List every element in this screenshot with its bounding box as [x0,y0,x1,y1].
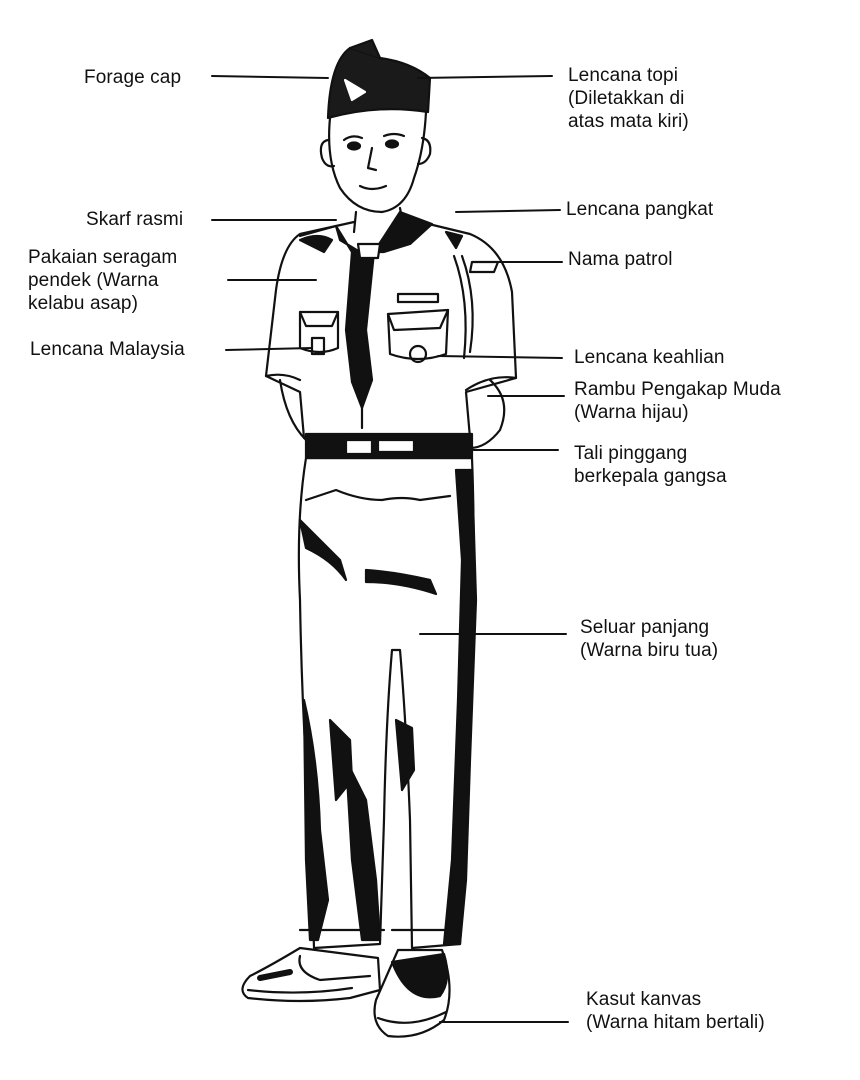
label-tali-pinggang-line-1: Tali pinggang [574,443,688,464]
label-lencana-keahlian-line: Lencana keahlian [574,347,725,368]
label-lencana-pangkat-line: Lencana pangkat [566,199,714,220]
arms-drawing [278,378,506,450]
label-nama-patrol: Nama patrol [568,248,673,271]
label-tali-pinggang-line-2: berkepala gangsa [574,466,727,487]
label-rambu-pengakap: Rambu Pengakap Muda (Warna hijau) [574,378,781,424]
label-kasut-kanvas-line-2: (Warna hitam bertali) [586,1012,765,1033]
belt-drawing [304,432,474,460]
label-lencana-malaysia-line: Lencana Malaysia [30,339,185,360]
trousers-drawing [297,456,478,950]
label-lencana-topi-line-3: atas mata kiri) [568,111,689,132]
shoes-drawing [241,946,451,1038]
label-skarf-rasmi-line: Skarf rasmi [86,209,184,230]
label-nama-patrol-line: Nama patrol [568,249,673,270]
scarf-drawing [334,210,434,430]
label-rambu-line-1: Rambu Pengakap Muda [574,379,781,400]
label-lencana-topi-line-1: Lencana topi [568,65,679,86]
label-lencana-malaysia: Lencana Malaysia [30,338,185,361]
label-seluar-panjang-line-1: Seluar panjang [580,617,710,638]
label-kasut-kanvas-line-1: Kasut kanvas [586,989,702,1010]
label-pakaian-seragam-line-1: Pakaian seragam [28,247,178,268]
label-lencana-topi-line-2: (Diletakkan di [568,88,685,109]
shirt-drawing [264,216,518,440]
head-drawing [319,110,432,234]
label-rambu-line-2: (Warna hijau) [574,402,689,423]
label-lencana-pangkat: Lencana pangkat [566,198,713,221]
label-pakaian-seragam-line-3: kelabu asap) [28,293,138,314]
label-pakaian-seragam-line-2: pendek (Warna [28,270,159,291]
label-skarf-rasmi: Skarf rasmi [86,208,183,231]
leader-lines [211,75,569,1023]
label-kasut-kanvas: Kasut kanvas (Warna hitam bertali) [586,988,765,1034]
label-lencana-topi: Lencana topi (Diletakkan di atas mata ki… [568,64,689,133]
label-forage-cap-line: Forage cap [84,67,182,88]
label-seluar-panjang-line-2: (Warna biru tua) [580,640,719,661]
label-pakaian-seragam: Pakaian seragam pendek (Warna kelabu asa… [28,246,177,315]
forage-cap-drawing [326,38,432,120]
label-lencana-keahlian: Lencana keahlian [574,346,725,369]
label-forage-cap: Forage cap [84,66,181,89]
label-tali-pinggang: Tali pinggang berkepala gangsa [574,442,727,488]
label-seluar-panjang: Seluar panjang (Warna biru tua) [580,616,718,662]
